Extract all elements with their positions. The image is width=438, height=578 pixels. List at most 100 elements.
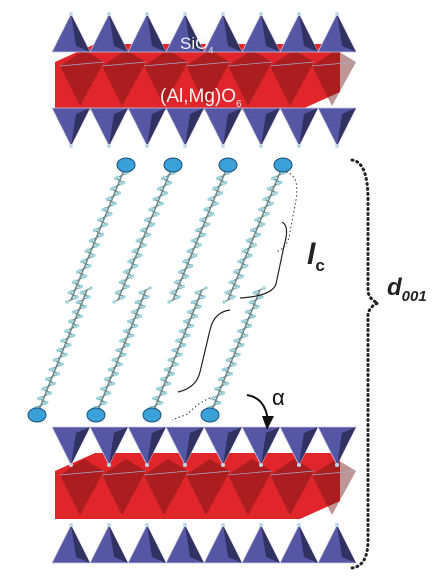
hydrogen-atom: [268, 202, 272, 207]
tetrahedron-shade: [299, 14, 318, 52]
oxygen-atom: [221, 12, 225, 16]
hydrogen-atom: [71, 280, 76, 285]
hydrogen-atom: [192, 299, 196, 304]
octahedron-face: [186, 459, 230, 515]
hydrogen-atom: [241, 343, 245, 347]
hydrogen-atom: [165, 367, 169, 371]
octahedron-face: [312, 459, 356, 515]
hydrogen-atom: [175, 362, 179, 366]
hydrogen-atom: [92, 228, 97, 233]
hydrogen-atom: [115, 372, 120, 376]
hydrogen-atom: [58, 347, 62, 352]
octahedron-face: [144, 50, 188, 106]
octahedron-edge: [185, 61, 231, 67]
hydrogen-atom: [148, 286, 152, 290]
hydrogen-atom: [182, 259, 186, 264]
hydrogen-atom: [54, 357, 58, 362]
hydrogen-atom: [122, 270, 127, 274]
hydrogen-atom: [146, 295, 150, 299]
oxygen-atom: [221, 523, 225, 527]
hydrogen-atom: [89, 286, 93, 290]
tetrahedron-shade: [299, 525, 318, 563]
tetrahedron-shade: [147, 427, 166, 465]
hydrogen-atom: [209, 213, 213, 217]
octahedron-edge: [311, 61, 357, 67]
hydrogen-atom: [180, 328, 185, 333]
octahedral-label: (Al,Mg)O6: [160, 86, 242, 110]
hydrogen-atom: [73, 309, 78, 313]
hydrogen-atom: [194, 228, 199, 233]
hydrogen-atom: [48, 391, 53, 395]
hydrogen-atom: [218, 400, 222, 405]
hydrogen-atom: [107, 213, 111, 217]
hydrogen-atom: [241, 249, 245, 253]
oxygen-atom: [221, 144, 225, 148]
hydrogen-atom: [158, 202, 162, 207]
hydrogen-atom: [130, 333, 135, 337]
hydrogen-atom: [88, 239, 92, 243]
hydrogen-atom: [179, 285, 183, 290]
hydrogen-atom: [101, 208, 105, 212]
hydrogen-atom: [230, 296, 234, 300]
hydrogen-atom: [145, 233, 150, 238]
octahedron-face: [312, 50, 356, 106]
hydrogen-atom: [142, 304, 146, 309]
octahedron-edge: [143, 61, 189, 67]
hydrogen-atom: [169, 357, 173, 362]
hydrogen-atom: [167, 300, 171, 304]
hydrogen-atom: [50, 367, 54, 371]
hydrogen-atom: [244, 333, 249, 337]
hydrogen-atom: [217, 192, 222, 196]
hydrogen-atom: [119, 362, 123, 366]
oxygen-atom: [297, 523, 301, 527]
hydrogen-atom: [238, 328, 243, 333]
tetrahedron-shade: [109, 108, 128, 146]
hydrogen-atom: [135, 239, 139, 243]
octahedron-edge: [185, 470, 231, 476]
oxygen-atom: [259, 12, 263, 16]
hydrogen-atom: [234, 285, 238, 290]
tilt-angle-label: α: [272, 385, 285, 410]
hydrogen-atom: [109, 187, 114, 191]
tetrahedron-shade: [261, 427, 280, 465]
tetrahedron-shade: [337, 108, 356, 146]
hydrogen-atom: [237, 259, 241, 264]
hydrogen-atom: [247, 254, 251, 259]
hydrogen-atom: [120, 296, 124, 300]
hydrogen-atom: [131, 249, 135, 253]
hydrogen-atom: [231, 347, 235, 352]
chain-length-brace-lower: [177, 309, 231, 393]
hydrogen-atom: [157, 386, 162, 390]
hydrogen-atom: [160, 176, 165, 181]
hydrogen-atom: [198, 304, 202, 309]
hydrogen-atom: [237, 352, 241, 357]
hydrogen-atom: [202, 295, 206, 299]
hydrogen-atom: [246, 309, 251, 313]
hydrogen-atom: [60, 362, 64, 366]
octahedron-face: [60, 50, 104, 106]
oxygen-atom: [107, 12, 111, 16]
ammonium-headgroup: [163, 157, 183, 173]
hydrogen-atom: [270, 176, 275, 181]
hydrogen-atom: [215, 386, 220, 390]
tetrahedron-shade: [71, 108, 90, 146]
hydrogen-atom: [254, 290, 258, 294]
hydrogen-atom: [173, 280, 178, 285]
tetrahedron-shade: [109, 427, 128, 465]
hydrogen-atom: [113, 357, 117, 362]
tetrahedral-label: SiO4: [180, 34, 214, 56]
tetrahedron-shade: [337, 525, 356, 563]
hydrogen-atom: [124, 328, 129, 333]
hydrogen-atom: [119, 182, 124, 186]
hydrogen-atom: [259, 223, 264, 228]
tetrahedron-shade: [337, 14, 356, 52]
hydrogen-atom: [90, 254, 94, 259]
hydrogen-atom: [222, 300, 226, 304]
hydrogen-atom: [105, 376, 110, 381]
hydrogen-atom: [173, 347, 177, 352]
oxygen-atom: [69, 523, 73, 527]
hydrogen-atom: [45, 400, 49, 405]
hydrogen-atom: [111, 381, 116, 386]
hydrogen-atom: [177, 270, 182, 274]
tetrahedron-shade: [299, 108, 318, 146]
